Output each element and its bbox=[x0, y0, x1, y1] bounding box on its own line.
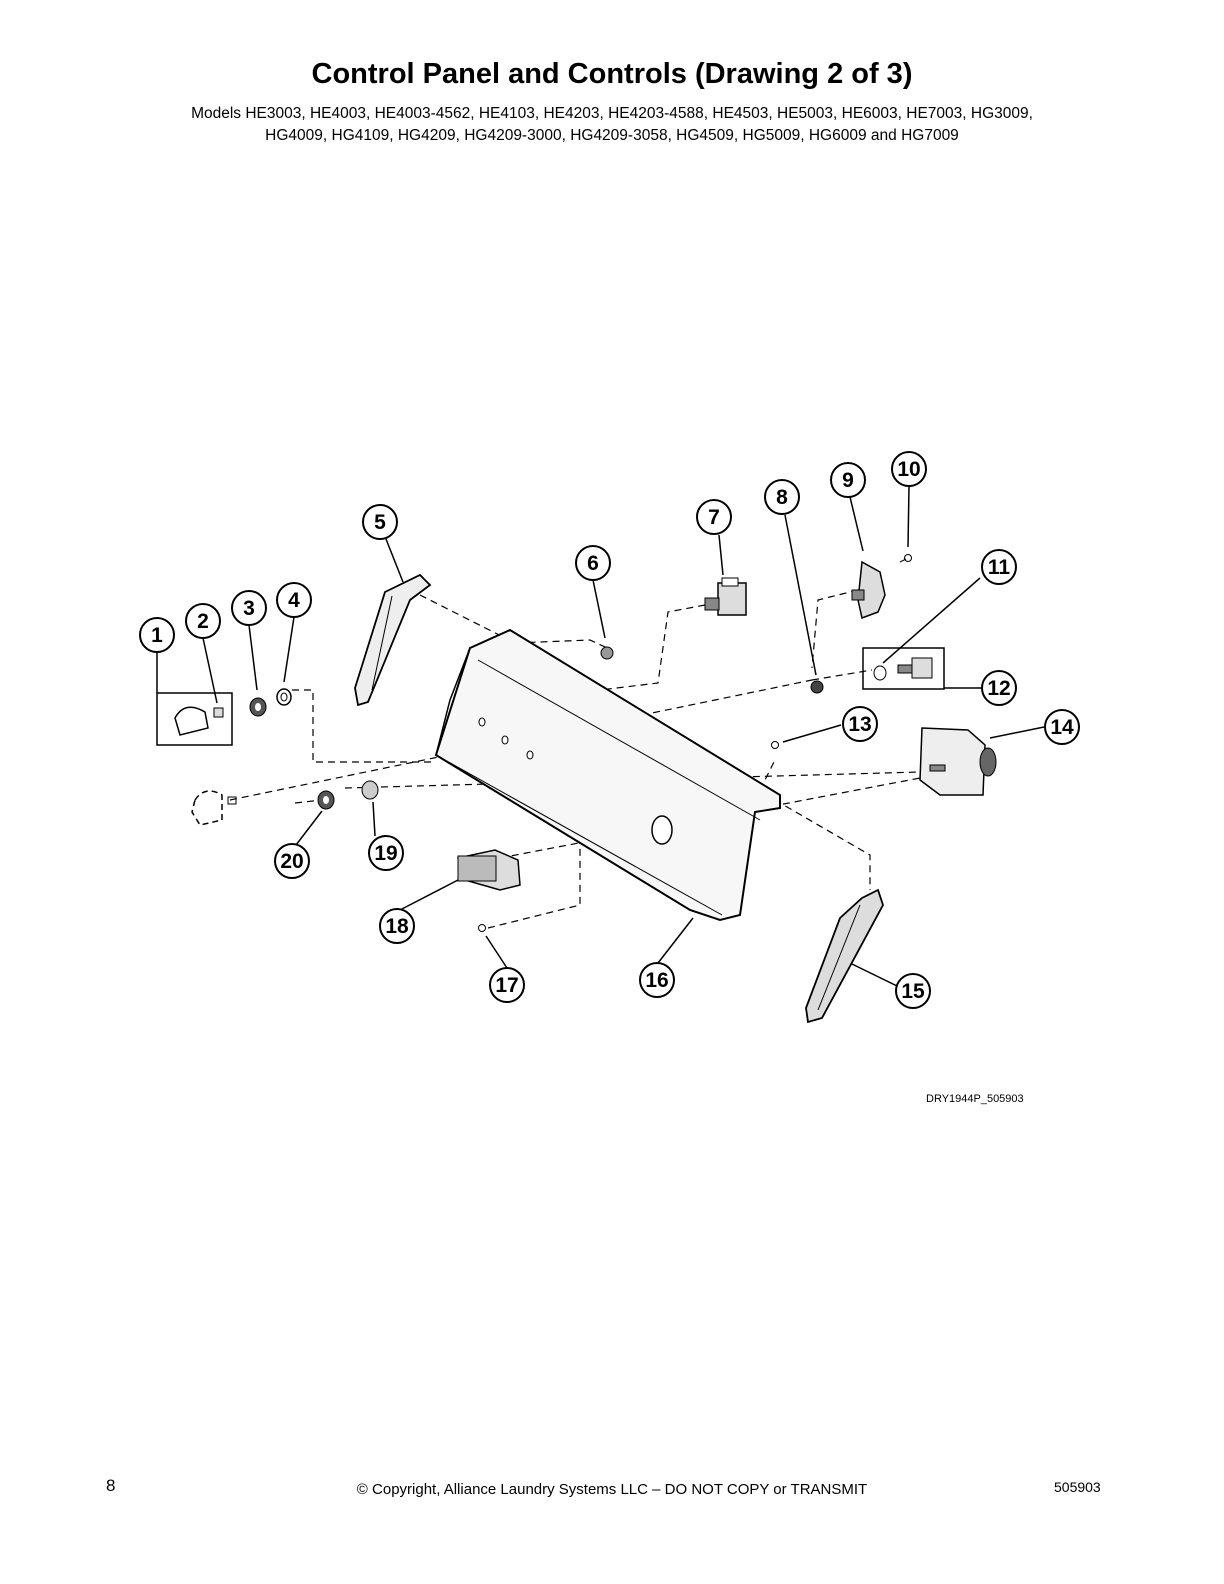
callout-15: 15 bbox=[895, 973, 931, 1009]
callout-1: 1 bbox=[139, 617, 175, 653]
svg-text:13: 13 bbox=[848, 713, 871, 736]
svg-text:19: 19 bbox=[374, 842, 397, 865]
callout-13: 13 bbox=[842, 706, 878, 742]
screw-13 bbox=[771, 741, 779, 749]
svg-text:20: 20 bbox=[280, 850, 303, 873]
drawing-id: DRY1944P_505903 bbox=[926, 1093, 1024, 1105]
callout-20: 20 bbox=[274, 843, 310, 879]
svg-text:8: 8 bbox=[776, 486, 788, 509]
bracket-9 bbox=[851, 560, 886, 620]
callout-10: 10 bbox=[891, 451, 927, 487]
model-list-line-2: HG4009, HG4109, HG4209, HG4209-3000, HG4… bbox=[265, 127, 959, 144]
timer-14 bbox=[919, 727, 997, 796]
left-end-cap bbox=[354, 573, 432, 707]
control-panel bbox=[434, 628, 781, 922]
model-list: Models HE3003, HE4003, HE4003-4562, HE41… bbox=[120, 103, 1104, 147]
callout-7: 7 bbox=[696, 499, 732, 535]
callout-2: 2 bbox=[185, 603, 221, 639]
callout-18: 18 bbox=[379, 908, 415, 944]
callout-6: 6 bbox=[575, 545, 611, 581]
bushing-20 bbox=[317, 790, 335, 810]
svg-text:15: 15 bbox=[901, 980, 925, 1003]
nut-6 bbox=[600, 646, 614, 660]
washer-4 bbox=[276, 688, 292, 706]
document-number: 505903 bbox=[1054, 1479, 1101, 1495]
svg-text:6: 6 bbox=[587, 552, 599, 575]
callout-8: 8 bbox=[764, 479, 800, 515]
switch-7 bbox=[704, 577, 747, 616]
phantom-knob bbox=[191, 790, 237, 826]
model-list-line-1: Models HE3003, HE4003, HE4003-4562, HE41… bbox=[191, 105, 1033, 122]
callout-5: 5 bbox=[362, 504, 398, 540]
svg-text:16: 16 bbox=[645, 969, 668, 992]
svg-text:10: 10 bbox=[897, 458, 920, 481]
callout-11: 11 bbox=[981, 549, 1017, 585]
bushing-19 bbox=[361, 780, 379, 800]
callout-bubbles: 1 2 3 4 5 6 7 8 9 10 11 12 13 14 15 16 1… bbox=[139, 451, 1080, 1009]
svg-text:7: 7 bbox=[708, 506, 720, 529]
svg-text:3: 3 bbox=[243, 597, 255, 620]
callout-9: 9 bbox=[830, 462, 866, 498]
leader-lines bbox=[156, 485, 1045, 987]
callout-19: 19 bbox=[368, 835, 404, 871]
svg-text:2: 2 bbox=[197, 610, 209, 633]
callout-17: 17 bbox=[489, 967, 525, 1003]
svg-text:11: 11 bbox=[988, 556, 1011, 579]
callout-12: 12 bbox=[981, 670, 1017, 706]
bushing-3 bbox=[249, 697, 267, 717]
switch-box-12 bbox=[862, 647, 945, 690]
callout-14: 14 bbox=[1044, 709, 1080, 745]
screw-17 bbox=[478, 924, 486, 932]
nut-8 bbox=[810, 680, 824, 694]
svg-text:17: 17 bbox=[495, 974, 518, 997]
page-title: Control Panel and Controls (Drawing 2 of… bbox=[311, 58, 913, 90]
svg-text:18: 18 bbox=[385, 915, 409, 938]
right-end-cap bbox=[805, 888, 884, 1024]
knob-18 bbox=[457, 849, 521, 891]
svg-text:1: 1 bbox=[151, 624, 163, 647]
callout-3: 3 bbox=[231, 590, 267, 626]
svg-text:9: 9 bbox=[842, 469, 854, 492]
knob-assembly-box bbox=[156, 692, 233, 746]
page-number: 8 bbox=[106, 1476, 116, 1495]
svg-text:4: 4 bbox=[288, 589, 300, 612]
copyright-notice: © Copyright, Alliance Laundry Systems LL… bbox=[356, 1481, 868, 1498]
svg-text:5: 5 bbox=[374, 511, 386, 534]
callout-16: 16 bbox=[639, 962, 675, 998]
svg-text:12: 12 bbox=[987, 677, 1010, 700]
callout-4: 4 bbox=[276, 582, 312, 618]
screw-10 bbox=[899, 554, 912, 563]
svg-text:14: 14 bbox=[1050, 716, 1074, 739]
